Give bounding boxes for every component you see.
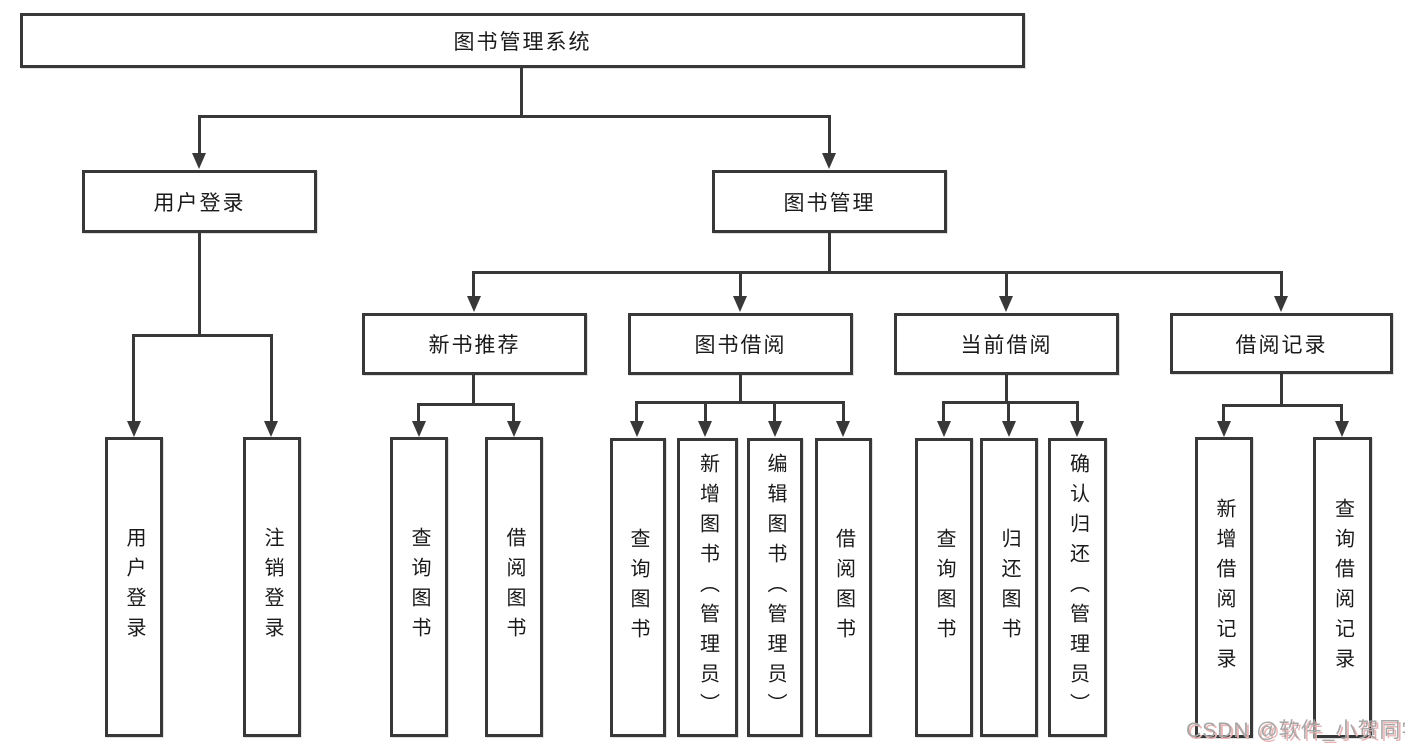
arrow-down-icon [630, 421, 644, 437]
arrow-down-icon [733, 296, 747, 312]
connector-user-login-down [198, 233, 201, 336]
connector-level3-stem [472, 271, 475, 297]
leaf-bb-add-book: 新增图书（管理员） [677, 438, 738, 737]
connector-leaf-stem [942, 401, 945, 423]
connector-leaf-stem [1340, 404, 1343, 423]
connector-br-down [1280, 374, 1283, 406]
connector-level3-stem [1280, 271, 1283, 297]
leaf-user-login-label: 用户登录 [123, 527, 145, 647]
connector-root-bar [198, 115, 831, 118]
connector-book-mgmt-stem [828, 115, 831, 154]
connector-br-bar [1222, 404, 1343, 407]
arrow-down-icon [999, 296, 1013, 312]
arrow-down-icon [467, 296, 481, 312]
node-new-book-recommend: 新书推荐 [362, 313, 587, 375]
arrow-down-icon [412, 421, 426, 437]
leaf-logout: 注销登录 [243, 437, 301, 737]
connector-leaf-stem [270, 334, 273, 422]
leaf-cb-return-book: 归还图书 [980, 438, 1038, 737]
node-current-borrow: 当前借阅 [894, 313, 1119, 375]
arrow-down-icon [698, 421, 712, 437]
leaf-cb-query-book-label: 查询图书 [933, 527, 955, 648]
connector-leaf-stem [842, 401, 845, 423]
leaf-nb-query-book: 查询图书 [390, 437, 448, 737]
leaf-br-query-record: 查询借阅记录 [1313, 437, 1372, 738]
leaf-bb-query-book-label: 查询图书 [627, 527, 649, 648]
node-book-management-label: 图书管理 [783, 191, 876, 215]
arrow-down-icon [192, 153, 206, 169]
leaf-user-login: 用户登录 [105, 437, 163, 737]
node-new-book-recommend-label: 新书推荐 [428, 334, 521, 357]
connector-bb-bar [635, 401, 845, 404]
leaf-bb-edit-book: 编辑图书（管理员） [747, 438, 803, 737]
csdn-watermark: CSDN @软件_小贺同学 [1186, 714, 1405, 744]
leaf-bb-borrow-book: 借阅图书 [815, 438, 872, 737]
arrow-down-icon [1217, 421, 1231, 437]
connector-leaf-stem [1007, 401, 1010, 423]
arrow-down-icon [937, 421, 951, 437]
connector-leaf-stem [704, 401, 707, 423]
leaf-cb-confirm-return-label: 确认归还（管理员） [1066, 452, 1089, 723]
connector-level3-bar [472, 271, 1283, 274]
node-book-management: 图书管理 [712, 170, 947, 233]
connector-leaf-stem [1222, 404, 1225, 423]
connector-level3-stem [739, 271, 742, 297]
arrow-down-icon [127, 421, 141, 437]
node-borrow-record: 借阅记录 [1170, 313, 1393, 374]
arrow-down-icon [1070, 421, 1084, 437]
connector-leaf-stem [512, 403, 515, 423]
connector-user-login-stem [198, 115, 201, 154]
node-root-system: 图书管理系统 [20, 13, 1025, 68]
node-book-borrow-label: 图书借阅 [694, 334, 787, 357]
node-root-label: 图书管理系统 [453, 30, 592, 54]
leaf-bb-edit-book-label: 编辑图书（管理员） [764, 452, 786, 723]
connector-bb-down [739, 375, 742, 404]
leaf-nb-query-book-label: 查询图书 [408, 527, 430, 647]
leaf-br-add-record-label: 新增借阅记录 [1213, 497, 1235, 678]
connector-cb-down [1005, 375, 1008, 404]
connector-nb-bar [417, 403, 515, 406]
leaf-br-query-record-label: 查询借阅记录 [1331, 497, 1354, 678]
leaf-br-add-record: 新增借阅记录 [1195, 437, 1253, 738]
connector-leaf-stem [635, 401, 638, 423]
arrow-down-icon [768, 421, 782, 437]
leaf-nb-borrow-book: 借阅图书 [485, 437, 543, 737]
csdn-watermark-text: CSDN @软件_小贺同学 [1186, 719, 1405, 742]
node-book-borrow: 图书借阅 [628, 313, 853, 375]
arrow-down-icon [822, 153, 836, 169]
leaf-cb-confirm-return: 确认归还（管理员） [1048, 438, 1107, 737]
arrow-down-icon [1002, 421, 1016, 437]
connector-level3-stem [1005, 271, 1008, 297]
leaf-logout-label: 注销登录 [261, 527, 283, 647]
node-borrow-record-label: 借阅记录 [1235, 333, 1328, 357]
arrow-down-icon [1335, 421, 1349, 437]
connector-leaf-stem [773, 401, 776, 423]
node-user-login: 用户登录 [82, 170, 317, 233]
connector-cb-bar [942, 401, 1079, 404]
leaf-cb-return-book-label: 归还图书 [998, 527, 1020, 648]
connector-user-login-bar [132, 334, 273, 337]
leaf-nb-borrow-book-label: 借阅图书 [503, 527, 525, 647]
connector-leaf-stem [132, 334, 135, 422]
arrow-down-icon [836, 421, 850, 437]
arrow-down-icon [507, 421, 521, 437]
leaf-bb-query-book: 查询图书 [610, 438, 666, 737]
node-user-login-label: 用户登录 [153, 191, 246, 215]
connector-nb-down [472, 375, 475, 406]
leaf-bb-add-book-label: 新增图书（管理员） [696, 452, 719, 723]
arrow-down-icon [264, 421, 278, 437]
arrow-down-icon [1274, 296, 1288, 312]
connector-book-mgmt-down [828, 233, 831, 273]
node-current-borrow-label: 当前借阅 [960, 334, 1053, 357]
leaf-cb-query-book: 查询图书 [915, 438, 973, 737]
connector-root-stem [520, 68, 523, 118]
connector-leaf-stem [417, 403, 420, 423]
connector-leaf-stem [1076, 401, 1079, 423]
leaf-bb-borrow-book-label: 借阅图书 [832, 527, 855, 648]
